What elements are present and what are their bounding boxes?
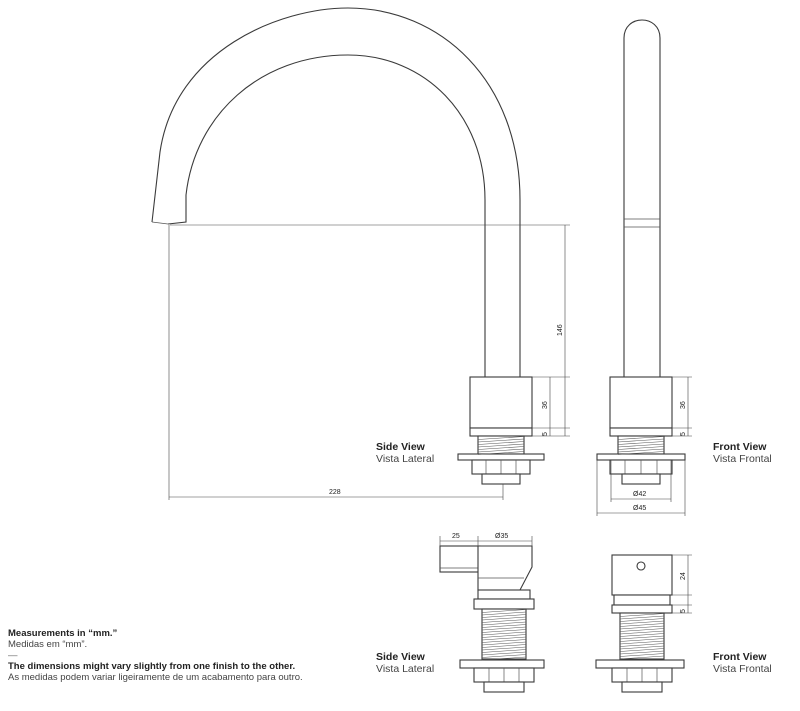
side-view-handle <box>439 545 545 693</box>
thread-line <box>481 634 527 638</box>
thread-line <box>619 638 665 642</box>
side-view-handle-dimensions: 25 Ø35 <box>439 533 533 546</box>
thread-line <box>481 616 527 621</box>
thread-line <box>481 624 527 628</box>
thread-line <box>617 446 665 450</box>
dim-5-handle: 5 <box>680 609 687 613</box>
side-view-bottom-thread <box>481 609 527 661</box>
dim-dia-35: Ø35 <box>495 533 508 540</box>
front-view-bottom-thread <box>619 613 665 660</box>
thread-line <box>619 618 665 622</box>
variation-note-pt: As medidas podem variar ligeiramente de … <box>8 672 303 683</box>
thread-line <box>481 639 527 643</box>
thread-line <box>617 443 665 448</box>
measurement-notes: Measurements in “mm.” Medidas em “mm”. —… <box>8 628 303 683</box>
front-view-handle <box>595 554 685 693</box>
thread-line <box>481 626 527 631</box>
thread-line <box>619 653 665 657</box>
front-view-label-top: Front View Vista Frontal <box>713 441 772 465</box>
front-view-dimensions: 36 5 Ø42 Ø45 <box>596 376 692 516</box>
thread-line <box>619 633 665 637</box>
thread-line <box>481 641 527 646</box>
dim-25: 25 <box>452 533 460 540</box>
front-view-title: Front View <box>713 441 767 453</box>
thread-line <box>481 646 527 651</box>
side-view-title: Side View <box>376 651 425 663</box>
thread-line <box>619 625 665 630</box>
side-view-thread <box>477 436 525 455</box>
front-view-subtitle: Vista Frontal <box>713 453 772 465</box>
thread-line <box>477 438 525 443</box>
dim-228: 228 <box>329 489 341 496</box>
front-view-label-bottom: Front View Vista Frontal <box>713 651 772 675</box>
thread-line <box>619 635 665 640</box>
dim-5-front: 5 <box>680 432 687 436</box>
thread-line <box>619 648 665 652</box>
thread-line <box>619 630 665 635</box>
front-view-subtitle: Vista Frontal <box>713 663 772 675</box>
side-view-label-bottom: Side View Vista Lateral <box>376 651 434 675</box>
dim-dia-45: Ø45 <box>633 505 646 512</box>
dim-5-side: 5 <box>542 432 549 436</box>
thread-line <box>619 640 665 645</box>
thread-line <box>481 614 527 618</box>
dim-24: 24 <box>680 572 687 580</box>
front-view-body <box>596 376 686 485</box>
thread-line <box>619 655 665 660</box>
front-view-title: Front View <box>713 651 767 663</box>
thread-line <box>619 628 665 632</box>
thread-line <box>617 441 665 445</box>
side-view-subtitle: Vista Lateral <box>376 663 435 675</box>
thread-line <box>617 438 665 443</box>
dim-36-side: 36 <box>542 401 549 409</box>
units-note-en: Measurements in “mm.” <box>8 628 118 639</box>
thread-line <box>619 613 665 617</box>
thread-line <box>477 441 525 445</box>
separator: — <box>8 650 18 661</box>
thread-line <box>481 611 527 616</box>
thread-line <box>619 645 665 650</box>
thread-line <box>481 619 527 623</box>
thread-line <box>481 656 527 661</box>
thread-line <box>481 636 527 641</box>
side-view-label-top: Side View Vista Lateral <box>376 441 434 465</box>
thread-line <box>481 651 527 656</box>
thread-line <box>617 448 665 453</box>
thread-line <box>481 629 527 633</box>
thread-line <box>481 654 527 658</box>
variation-note-en: The dimensions might vary slightly from … <box>8 661 296 672</box>
dim-146: 146 <box>557 324 564 336</box>
side-view-body <box>457 376 545 485</box>
front-view-thread <box>617 436 665 455</box>
dim-36-front: 36 <box>680 401 687 409</box>
thread-line <box>619 623 665 627</box>
thread-line <box>619 650 665 655</box>
thread-line <box>481 649 527 653</box>
units-note-pt: Medidas em “mm”. <box>8 639 88 650</box>
thread-line <box>477 451 525 455</box>
thread-line <box>477 448 525 453</box>
thread-line <box>477 446 525 450</box>
thread-line <box>617 451 665 455</box>
side-view-dimensions: 146 36 5 228 <box>168 224 570 500</box>
thread-line <box>619 643 665 647</box>
thread-line <box>481 621 527 626</box>
side-view-spout <box>151 7 521 378</box>
thread-line <box>619 620 665 625</box>
thread-line <box>477 443 525 448</box>
side-view-subtitle: Vista Lateral <box>376 453 435 465</box>
dim-dia-42: Ø42 <box>633 491 646 498</box>
thread-line <box>481 609 527 613</box>
front-view-handle-dimensions: 24 5 <box>672 554 692 614</box>
thread-line <box>619 615 665 620</box>
thread-line <box>617 436 665 440</box>
thread-line <box>481 644 527 648</box>
front-view-spout <box>623 19 661 378</box>
thread-line <box>477 436 525 440</box>
side-view-title: Side View <box>376 441 425 453</box>
thread-line <box>481 631 527 636</box>
